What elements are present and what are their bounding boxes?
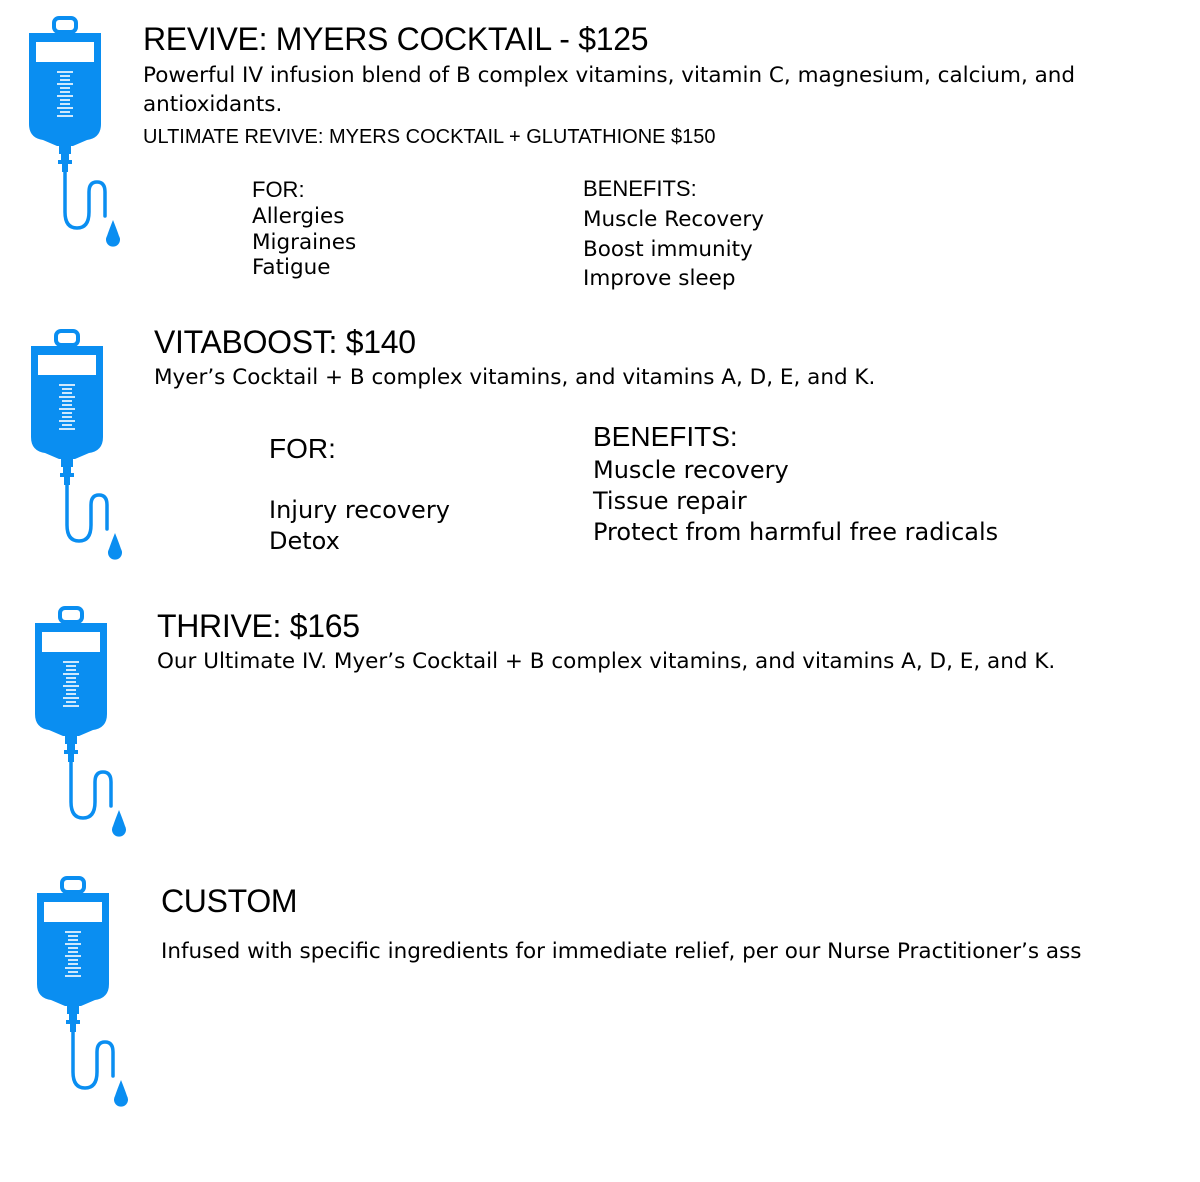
for-item: Injury recovery — [269, 496, 450, 524]
benefits-label: BENEFITS: — [593, 421, 738, 452]
benefit-item: Improve sleep — [583, 266, 736, 291]
iv-bag-icon — [33, 606, 128, 839]
section-title-custom: CUSTOM — [161, 883, 298, 919]
benefits-list: Muscle recovery Tissue repair Protect fr… — [593, 455, 998, 548]
section-description-custom: Infused with specific ingredients for im… — [161, 939, 1082, 964]
for-item: Fatigue — [252, 255, 331, 280]
section-description-vitaboost: Myer’s Cocktail + B complex vitamins, an… — [154, 365, 876, 390]
for-item: Allergies — [252, 204, 345, 229]
section-title-thrive: THRIVE: $165 — [157, 608, 360, 644]
benefit-item: Tissue repair — [593, 487, 747, 515]
for-label: FOR: — [269, 433, 336, 464]
for-item: Migraines — [252, 229, 357, 255]
iv-bag-icon — [27, 16, 122, 249]
section-description-thrive: Our Ultimate IV. Myer’s Cocktail + B com… — [157, 649, 1056, 674]
section-title-vitaboost: VITABOOST: $140 — [154, 324, 416, 360]
benefits-list: Muscle Recovery Boost immunity Improve s… — [583, 205, 764, 294]
benefit-item: Muscle recovery — [593, 456, 789, 484]
benefit-item: Muscle Recovery — [583, 207, 764, 232]
iv-bag-icon — [29, 329, 124, 562]
section-title-revive: REVIVE: MYERS COCKTAIL - $125 — [143, 21, 649, 57]
benefit-item: Boost immunity — [583, 236, 753, 262]
upgrade-option: ULTIMATE REVIVE: MYERS COCKTAIL + GLUTAT… — [143, 126, 716, 148]
for-list: Allergies Migraines Fatigue — [252, 204, 356, 281]
for-item: Detox — [269, 527, 340, 555]
benefit-item: Protect from harmful free radicals — [593, 518, 999, 546]
section-description-revive: Powerful IV infusion blend of B complex … — [143, 63, 1076, 117]
iv-bag-icon — [35, 876, 130, 1109]
benefits-label: BENEFITS: — [583, 176, 697, 201]
for-label: FOR: — [252, 177, 305, 202]
for-list: Injury recovery Detox — [269, 495, 450, 557]
